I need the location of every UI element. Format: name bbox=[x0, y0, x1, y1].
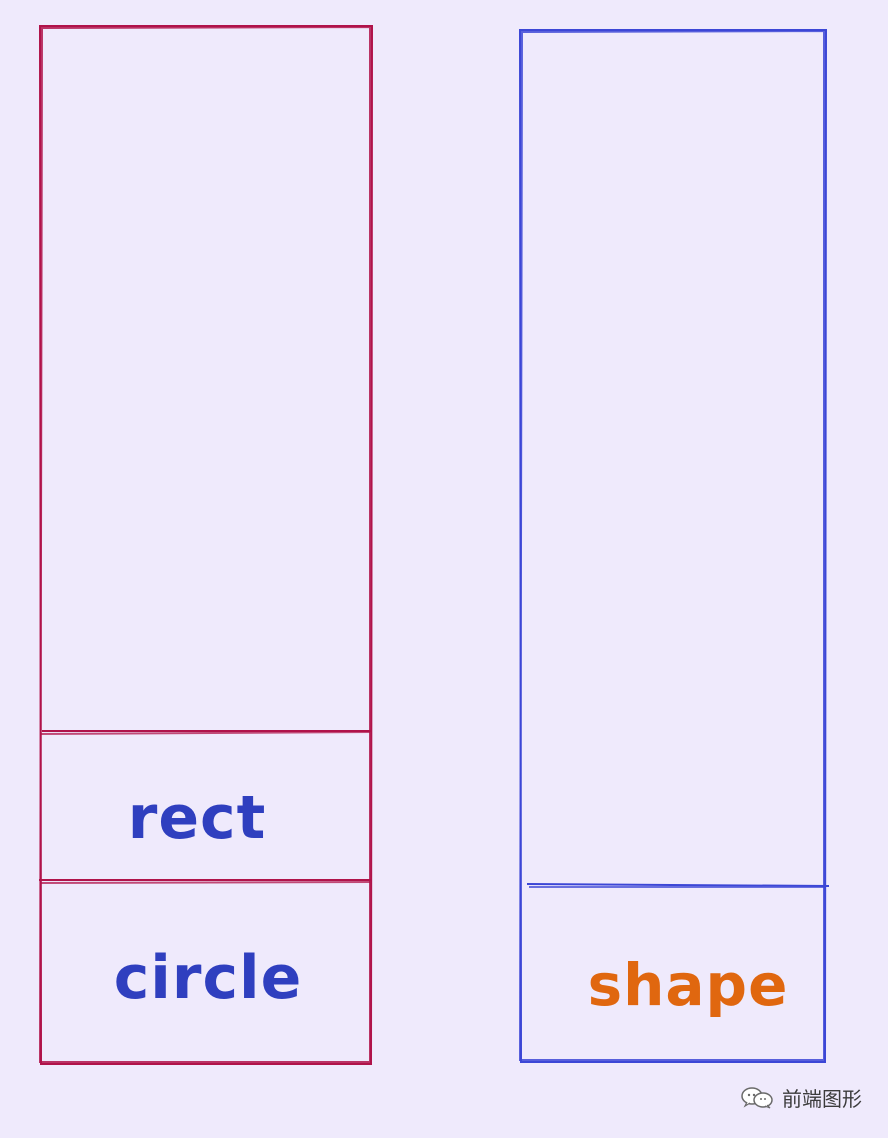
right-column-divider bbox=[526, 883, 830, 888]
label-shape: shape bbox=[587, 951, 789, 1019]
left-column-outline bbox=[38, 25, 374, 1065]
label-circle: circle bbox=[113, 943, 303, 1013]
label-rect: rect bbox=[127, 783, 267, 853]
wechat-icon bbox=[740, 1085, 774, 1111]
right-column-outline bbox=[518, 29, 828, 1063]
watermark: 前端图形 bbox=[740, 1083, 862, 1112]
watermark-text: 前端图形 bbox=[782, 1087, 862, 1111]
